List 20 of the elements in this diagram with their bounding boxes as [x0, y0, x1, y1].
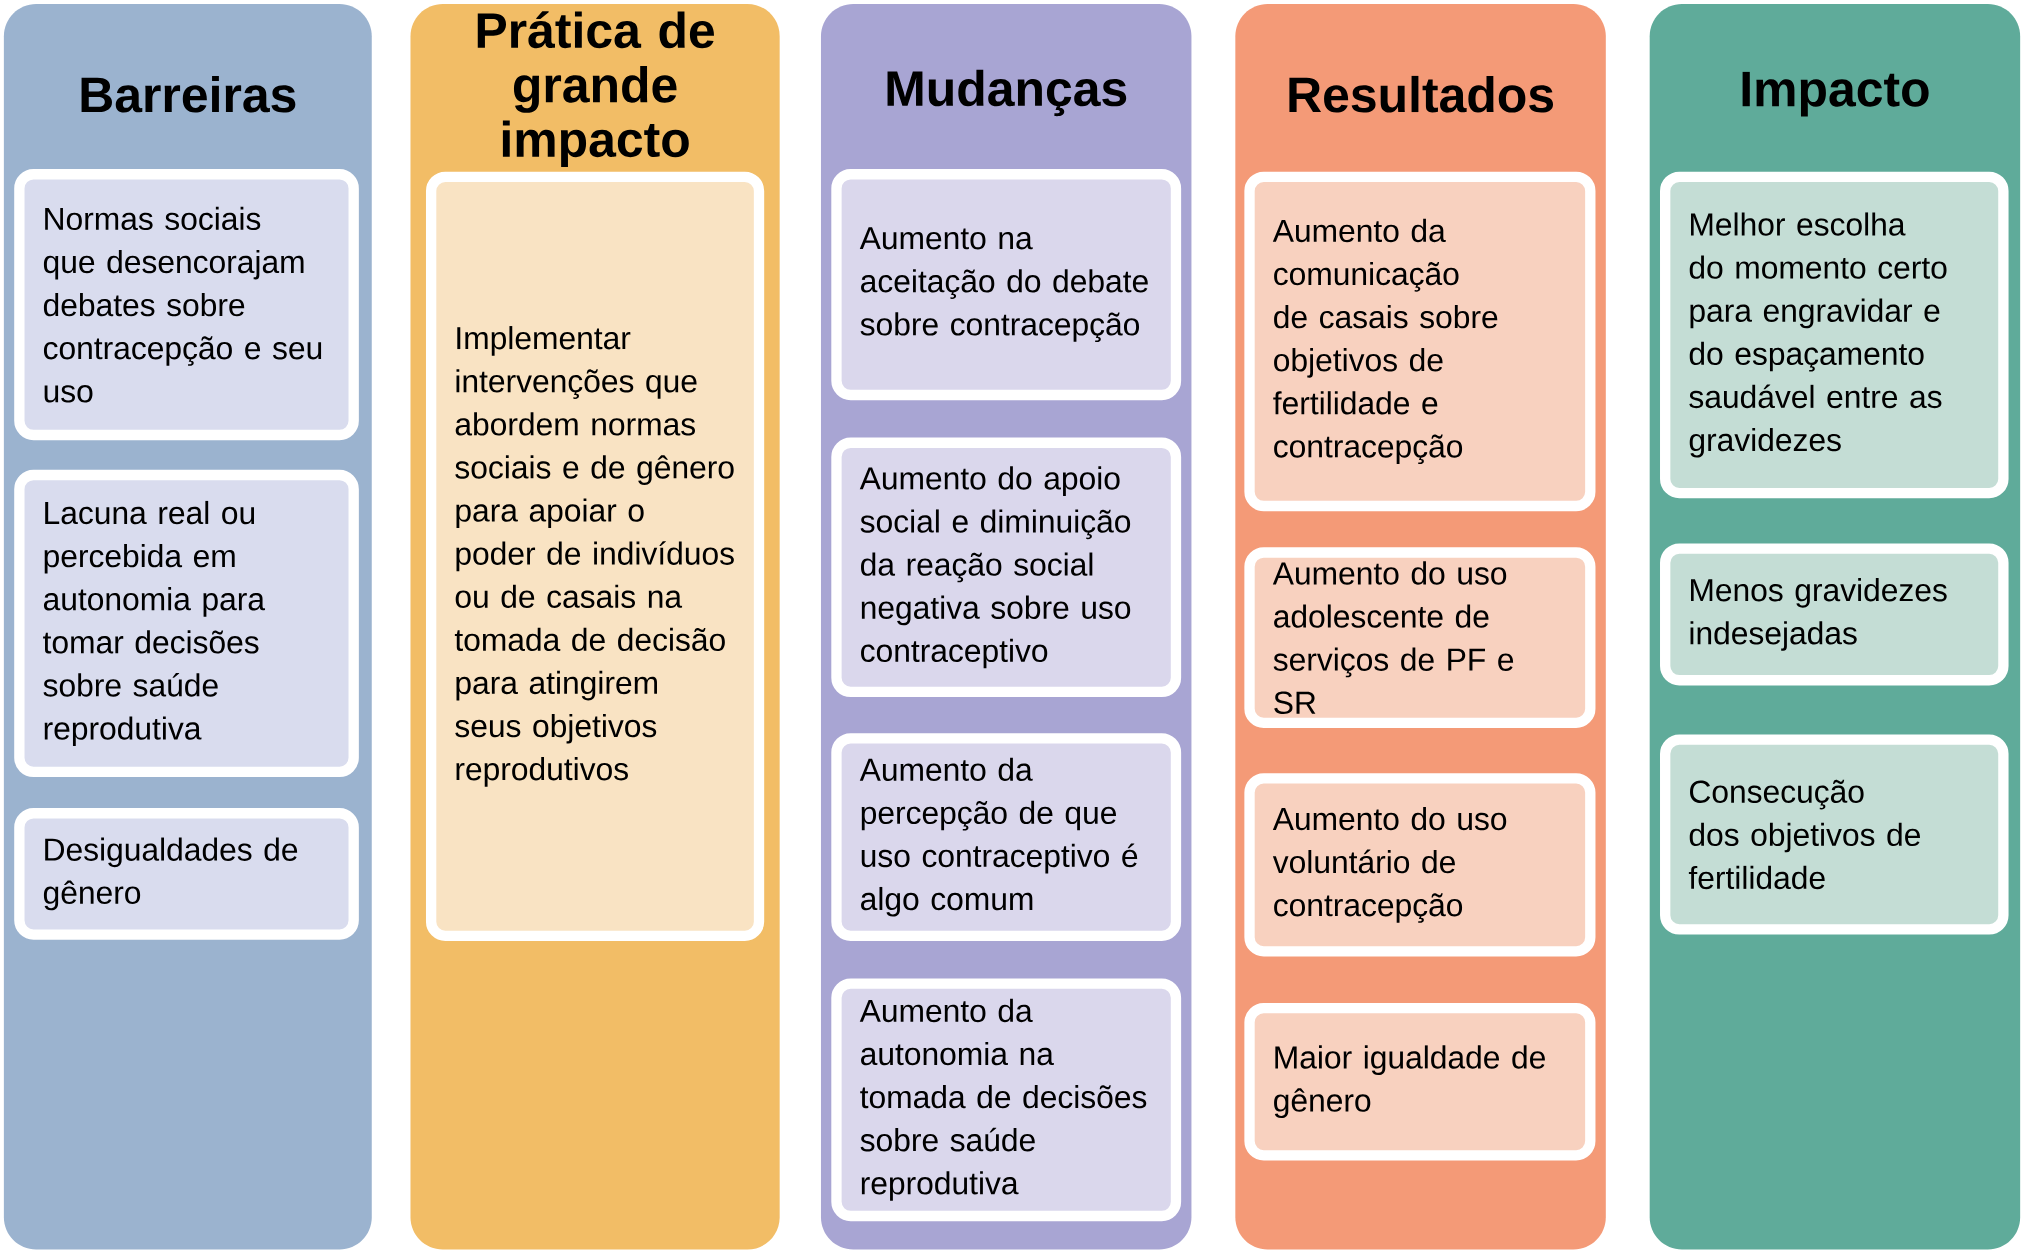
column-heading: Impacto — [1742, 71, 1929, 117]
text-box: Aumento da comunicação de casais sobre objetivos de fertilidade e contracepção — [1244, 171, 1596, 511]
text-box: Desigualdades de gênero — [14, 807, 359, 940]
text-box: Aumento da percepção de que uso contraceptivo é algo comum — [831, 733, 1182, 941]
text-box: Lacuna real ou percebida em autonomia para tomar decisões sobre saúde reprodutiva — [14, 469, 359, 777]
column-heading: Resultados — [1289, 75, 1554, 113]
text-box: Aumento do uso adolescente de serviços de PF e SR — [1244, 547, 1596, 728]
column-heading: Mudanças — [887, 69, 1127, 116]
text-box: Aumento do apoio social e diminuição da reação social negativa sobre uso contraceptivo — [831, 437, 1182, 697]
text-box: Melhor escolha do momento certo para engravidar e do espaçamento saudável entre as gravidezes — [1660, 171, 2009, 499]
text-box: Implementar intervenções que abordem normas sociais e de gênero para apoiar o poder de indivíduos ou de casais na tomada de decisão para atingirem seus objetivos reprodutivos — [425, 171, 765, 941]
text-box: Aumento na aceitação do debate sobre contracepção — [831, 168, 1182, 400]
text-box: Normas sociais que desencorajam debates sobre contracepção e seu uso — [14, 168, 359, 440]
column-heading: Barreiras — [81, 75, 296, 113]
text-box: Maior igualdade de gênero — [1244, 1002, 1596, 1161]
text-box: Aumento da autonomia na tomada de decisões sobre saúde reprodutiva — [831, 978, 1182, 1221]
column-heading: Prática de grande impacto — [477, 10, 714, 167]
text-box: Menos gravidezes indesejadas — [1660, 543, 2009, 686]
text-box: Aumento do uso voluntário de contracepção — [1244, 773, 1596, 957]
text-box: Consecução dos objetivos de fertilidade — [1660, 734, 2009, 935]
